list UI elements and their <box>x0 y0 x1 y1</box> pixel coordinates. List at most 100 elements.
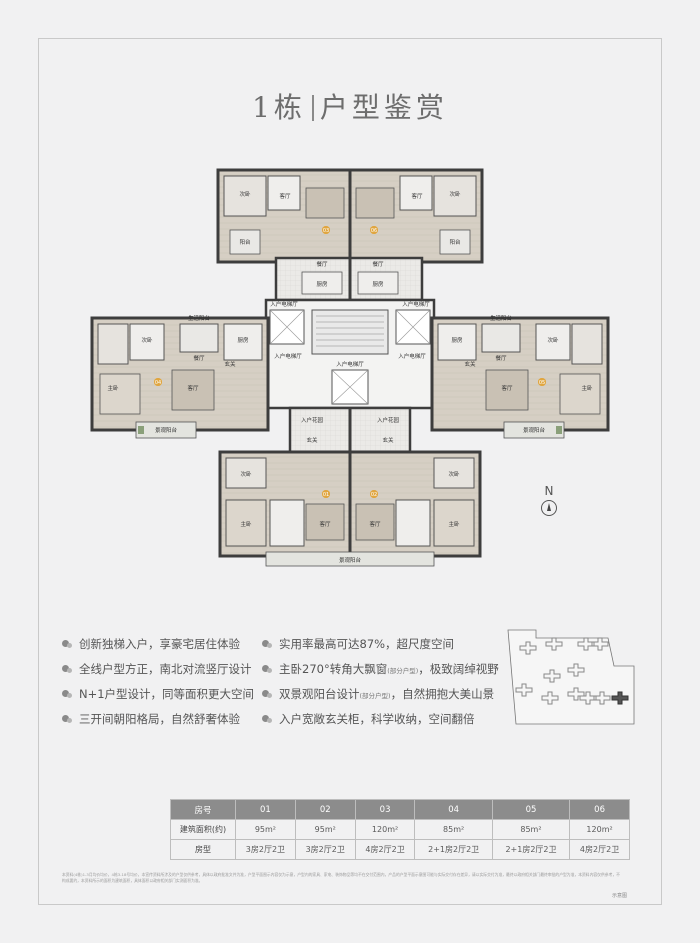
page-title: 1栋户型鉴赏 <box>0 86 700 126</box>
table-cell: 2+1房2厅2卫 <box>491 839 571 860</box>
table-header-cell: 03 <box>354 799 416 820</box>
feature-text: 双景观阳台设计 <box>279 687 360 701</box>
feature-text: 三开间朝阳格局，自然舒奢体验 <box>79 712 240 726</box>
feature-item: 创新独梯入户，享豪宅居住体验 <box>62 636 240 652</box>
label-lobby-top-right: 入户电梯厅 <box>402 300 430 308</box>
table-cell: 4房2厅2卫 <box>569 839 630 860</box>
label-left-view-balcony: 景观阳台 <box>155 426 178 434</box>
label-bottom-garden-left: 入户花园 <box>301 416 324 424</box>
unit-marker-05: 05 <box>539 380 545 386</box>
label-top-dining-right: 餐厅 <box>372 260 384 268</box>
label-right-bedroom: 次卧 <box>547 336 559 344</box>
label-left-dining: 餐厅 <box>193 354 205 362</box>
bullet-icon <box>62 640 73 648</box>
label-bottom-master-right: 主卧 <box>448 520 460 528</box>
table-header-cell: 05 <box>491 799 571 820</box>
feature-item: 主卧270°转角大飘窗(部分户型)，极致阔绰视野 <box>262 661 499 677</box>
feature-text: 入户宽敞玄关柜，科学收纳，空间翻倍 <box>279 712 475 726</box>
feature-note: (部分户型) <box>387 667 419 675</box>
feature-text: 主卧270°转角大飘窗 <box>279 662 388 676</box>
feature-item: N+1户型设计，同等面积更大空间 <box>62 686 254 702</box>
feature-item: 双景观阳台设计(部分户型)，自然拥抱大美山景 <box>262 686 494 702</box>
bullet-icon <box>262 715 273 723</box>
title-divider <box>311 95 314 121</box>
table-cell: 85m² <box>491 819 571 840</box>
feature-item: 实用率最高可达87%，超尺度空间 <box>262 636 454 652</box>
title-text: 户型鉴赏 <box>319 91 448 124</box>
table-cell: 85m² <box>414 819 493 840</box>
compass: N <box>536 484 562 524</box>
label-top-kitchen-right: 厨房 <box>372 280 384 288</box>
table-cell: 3房2厅2卫 <box>235 839 296 860</box>
label-right-dining: 餐厅 <box>495 354 507 362</box>
table-header-cell: 02 <box>294 799 356 820</box>
feature-text: 创新独梯入户，享豪宅居住体验 <box>79 637 240 651</box>
table-cell: 95m² <box>235 819 296 840</box>
unit-marker-02: 02 <box>371 492 377 498</box>
table-cell: 95m² <box>294 819 356 840</box>
table-cell: 3房2厅2卫 <box>294 839 356 860</box>
table-cell: 2+1房2厅2卫 <box>414 839 493 860</box>
unit-marker-06: 06 <box>371 228 377 234</box>
label-left-entry: 玄关 <box>224 360 236 368</box>
feature-text: 实用率最高可达87%，超尺度空间 <box>279 637 455 651</box>
table-row-label: 房型 <box>170 839 236 860</box>
label-bottom-entry-right: 玄关 <box>382 436 394 444</box>
label-lobby-left: 入户电梯厅 <box>274 352 302 360</box>
label-right-living-balcony: 生活阳台 <box>490 314 513 322</box>
label-top-balcony-left: 阳台 <box>239 238 251 246</box>
site-plan-thumbnail <box>507 629 635 725</box>
table-header-cell: 06 <box>569 799 630 820</box>
label-right-view-balcony: 景观阳台 <box>523 426 546 434</box>
table-header-cell: 04 <box>414 799 493 820</box>
label-bottom-view-balcony: 景观阳台 <box>339 556 362 564</box>
table-header-cell: 房号 <box>170 799 236 820</box>
table-cell: 120m² <box>354 819 416 840</box>
table-header-row: 房号 01 02 03 04 05 06 <box>170 799 630 820</box>
label-bottom-living-left: 客厅 <box>319 520 331 528</box>
label-left-living-balcony: 生活阳台 <box>188 314 211 322</box>
table-cell: 120m² <box>569 819 630 840</box>
page-frame <box>38 38 662 905</box>
table-header-cell: 01 <box>235 799 296 820</box>
label-bottom-entry-left: 玄关 <box>306 436 318 444</box>
top-wing <box>216 168 484 302</box>
right-wing <box>430 316 610 439</box>
label-lobby-top-left: 入户电梯厅 <box>270 300 298 308</box>
label-lobby-right: 入户电梯厅 <box>398 352 426 360</box>
disclaimer-text: 本资料(4栋)1-3月均价均价，4栋3-18号均价，本宣传资料所涉及的户型仅供参… <box>62 872 620 883</box>
table-row-label: 建筑面积(约) <box>170 819 236 840</box>
label-top-kitchen-left: 厨房 <box>316 280 328 288</box>
label-left-living: 客厅 <box>187 384 199 392</box>
core <box>264 298 436 410</box>
label-right-living: 客厅 <box>501 384 513 392</box>
label-left-kitchen: 厨房 <box>237 336 249 344</box>
table-cell: 4房2厅2卫 <box>354 839 416 860</box>
label-top-living-right: 客厅 <box>411 192 423 200</box>
label-bottom-garden-right: 入户花园 <box>377 416 400 424</box>
left-wing <box>90 316 270 439</box>
feature-item: 三开间朝阳格局，自然舒奢体验 <box>62 711 240 727</box>
feature-note: (部分户型) <box>359 692 391 700</box>
bullet-icon <box>62 715 73 723</box>
feature-item: 全线户型方正，南北对流竖厅设计 <box>62 661 252 677</box>
bottom-wing <box>218 406 482 567</box>
unit-table: 房号 01 02 03 04 05 06 建筑面积(约) 95m² 95m² 1… <box>170 799 630 860</box>
feature-text: 全线户型方正，南北对流竖厅设计 <box>79 662 252 676</box>
bullet-icon <box>262 640 273 648</box>
label-top-dining-left: 餐厅 <box>316 260 328 268</box>
label-top-bedroom-left: 次卧 <box>239 190 251 198</box>
label-top-balcony-right: 阳台 <box>449 238 461 246</box>
floor-plan: 客厅 客厅 次卧 次卧 阳台 阳台 厨房 厨房 餐厅 餐厅 入户电梯厅 入户电梯… <box>90 168 610 567</box>
table-row: 建筑面积(约) 95m² 95m² 120m² 85m² 85m² 120m² <box>170 819 630 840</box>
feature-text-cont: ，自然拥抱大美山景 <box>390 687 495 701</box>
table-row: 房型 3房2厅2卫 3房2厅2卫 4房2厅2卫 2+1房2厅2卫 2+1房2厅2… <box>170 839 630 860</box>
label-bottom-bedroom-right: 次卧 <box>448 470 460 478</box>
label-bottom-bedroom-left: 次卧 <box>240 470 252 478</box>
label-top-bedroom-right: 次卧 <box>449 190 461 198</box>
highlighted-building-icon <box>611 691 629 705</box>
label-right-kitchen: 厨房 <box>451 336 463 344</box>
bullet-icon <box>262 690 273 698</box>
bullet-icon <box>62 690 73 698</box>
unit-marker-03: 03 <box>323 228 329 234</box>
